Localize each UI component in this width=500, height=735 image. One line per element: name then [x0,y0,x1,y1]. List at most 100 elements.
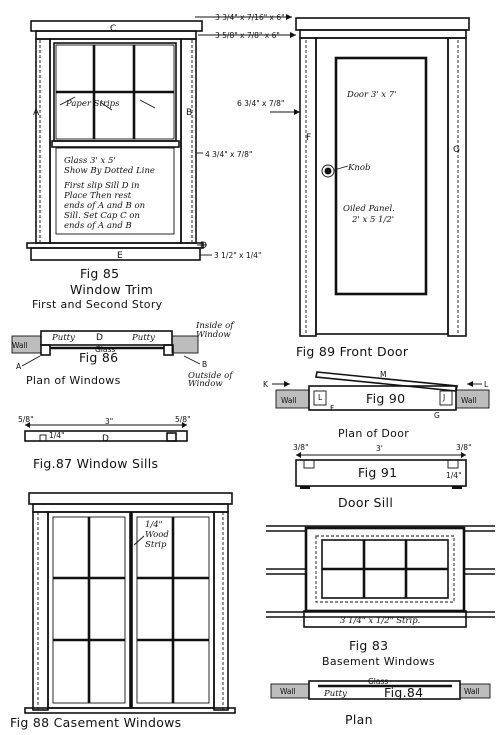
fig89-casing-g [447,37,467,337]
fig85-apron-e [30,247,201,261]
fig89-label-g: G [453,145,460,155]
fig85-label-a: A [33,108,40,118]
fig83-title2: Basement Windows [322,655,435,668]
fig90-label-k: K [263,380,269,389]
fig84-title2: Plan [345,712,373,727]
fig85-dim-sill: 3 1/2" x 1/4" [214,251,261,260]
fig89-oiled-panel [334,56,428,296]
fig87-dim-right: 5/8" [175,415,191,424]
fig86-title2: Plan of Windows [26,374,121,387]
fig89-knob-icon [324,167,332,175]
fig91-dim-side: 1/4" [446,471,462,480]
fig85-note-5: Sill. Set Cap C on [64,211,140,221]
fig86-plan-of-windows: Wall Putty Putty D Glass Inside of Windo… [11,321,235,389]
fig91-door-sill: 3/8" 3' 3/8" 1/4" Fig 91 Door Sill [293,443,472,510]
fig85-title2: Window Trim [70,282,153,297]
fig90-wall-right-label: Wall [461,396,477,405]
fig85-note-0: Glass 3' x 5' [64,156,116,166]
fig89-panel-1: 2' x 5 1/2' [351,215,394,225]
fig88-title: Fig 88 Casement Windows [10,715,182,730]
fig88-strip-2: Strip [145,540,167,550]
fig88-casement-windows: 1/4" Wood Strip Fig 88 Casement Windows [10,492,236,730]
fig89-casing-f [299,37,317,337]
fig85-label-e: E [117,251,123,261]
fig88-casing-left [32,511,49,711]
fig85-note-6: ends of A and B [64,221,132,231]
fig86-title: Fig 86 [79,350,118,365]
fig87-window-sills: 3" 5/8" 5/8" 1/4" D Fig.87 Window Sills [18,415,191,471]
fig89-dim-side: 6 3/4" x 7/8" [237,99,284,108]
fig90-label-g: G [434,411,440,420]
fig88-head-cap [28,492,233,505]
fig84-putty: Putty [323,689,347,699]
fig89-head-cap [295,17,470,31]
fig85-lower-sash [55,147,175,235]
fig83-strip-label: 3 1/4" x 1/2" Strip. [340,616,420,626]
fig90-title2: Plan of Door [338,427,409,440]
fig85-label-d: D [200,241,207,251]
fig85-meeting-rail [51,140,180,148]
fig86-sill-plan [40,330,173,346]
fig85-label-c: C [110,24,116,34]
fig90-label-j: J [442,393,445,402]
fig91-title: Fig 91 [358,465,397,480]
fig88-strip-0: 1/4" [145,520,163,530]
fig87-dim-mid: 3" [105,417,113,426]
fig89-door-label: Door 3' x 7' [346,90,397,100]
fig89-knob-label: Knob [347,163,370,173]
fig83-strip [303,610,467,628]
fig90-label-f: F [330,404,334,413]
fig85-note-1: Show By Dotted Line [64,166,155,176]
fig87-dim-left: 5/8" [18,415,34,424]
fig86-outside-1: Window [188,379,223,389]
fig86-inside-1: Window [196,330,231,340]
fig85-casing-a [35,38,51,244]
fig86-putty-right: Putty [131,333,155,343]
fig87-label-d: D [102,434,109,444]
fig86-wall-right [171,335,199,354]
fig90-label-l: L [484,380,489,389]
fig90-plan-of-door: K Wall Wall M L L J F G Fig 90 Plan of D… [263,370,490,440]
fig89-door [315,37,449,335]
fig86-putty-left: Putty [51,333,75,343]
fig91-title2: Door Sill [338,495,393,510]
fig83-title: Fig 83 [349,638,388,653]
fig86-wall: Wall [12,341,28,350]
fig85-dim-top-1: 3 3/4" x 7/16" x 6" [215,13,285,22]
fig85-paper-strips: Paper Strips [65,99,120,109]
fig91-dim-mid: 3' [376,444,383,453]
fig85-casing-b [180,38,197,244]
fig85-note-2: First slip Sill D in [63,181,140,191]
fig84-wall-left-label: Wall [280,687,296,696]
fig84-wall-right-label: Wall [464,687,480,696]
fig90-label-l2: L [318,393,323,402]
fig88-strip-1: Wood [145,530,169,540]
fig91-sill [295,459,467,487]
fig87-sill [24,430,188,442]
fig90-frame [308,385,457,411]
fig85-title3: First and Second Story [32,298,163,311]
fig86-glass: Glass [95,345,115,354]
fig87-title: Fig.87 Window Sills [33,456,158,471]
fig89-title: Fig 89 Front Door [296,344,409,359]
fig85-head-cap [30,20,203,32]
fig85-note-3: Place Then rest [63,191,132,201]
fig88-sill [24,707,236,714]
fig90-wall-left-label: Wall [281,396,297,405]
fig85-dim-side: 4 3/4" x 7/8" [205,150,252,159]
fig87-dim-small: 1/4" [49,431,65,440]
fig84-title: Fig.84 [384,685,423,700]
fig85-title: Fig 85 [80,266,119,281]
fig89-label-f: F [306,133,311,143]
fig84-sash-plan [308,680,461,700]
fig86-label-b: B [202,360,207,369]
fig83-basement-windows: 3 1/4" x 1/2" Strip. Fig 83 Basement Win… [266,525,495,668]
fig84-plan: Wall Wall Glass Putty Fig.84 Plan [270,677,491,727]
fig86-label-a: A [16,362,22,371]
fig89-panel-0: Oiled Panel. [343,204,395,214]
fig85-window-trim: C A B D E 3 3/4" x 7/16" x 6" 3 5/8" x 7… [26,13,296,311]
fig85-dim-top-2: 3 5/8" x 7/8" x 6" [215,31,280,40]
fig86-inside-0: Inside of [195,321,235,331]
